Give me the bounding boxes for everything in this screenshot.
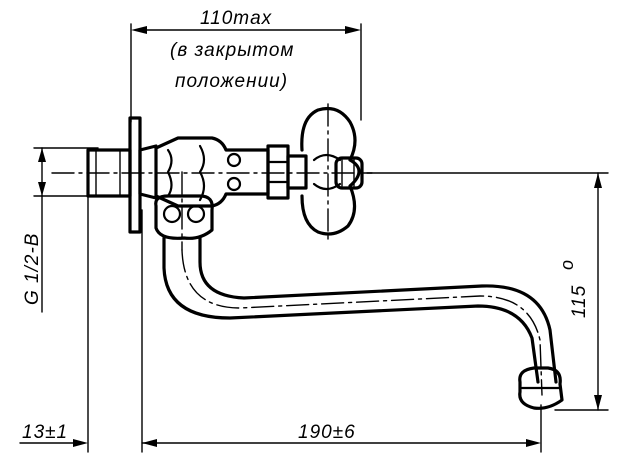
label-height-sup: о bbox=[557, 258, 577, 270]
dimension-top-width: 110max (в закрытом положении) bbox=[130, 8, 362, 123]
label-thread: G 1/2-B bbox=[22, 233, 43, 305]
label-top-width: 110max bbox=[200, 8, 273, 29]
tap-body bbox=[86, 116, 308, 234]
label-wall-offset: 13±1 bbox=[22, 422, 68, 443]
centre-lines bbox=[51, 103, 543, 396]
dimension-thread: G 1/2-B bbox=[22, 147, 99, 313]
dimension-bottom: 13±1 190±6 bbox=[19, 195, 542, 453]
outlet-connector bbox=[154, 194, 214, 240]
label-top-note-line1: (в закрытом bbox=[170, 40, 294, 61]
spout bbox=[162, 236, 564, 410]
label-bottom-length: 190±6 bbox=[298, 422, 356, 443]
dimension-height: 115 о bbox=[361, 172, 609, 411]
label-top-note-line2: положении) bbox=[175, 71, 288, 92]
handwheel bbox=[300, 106, 364, 236]
label-height: 115 bbox=[569, 285, 590, 318]
